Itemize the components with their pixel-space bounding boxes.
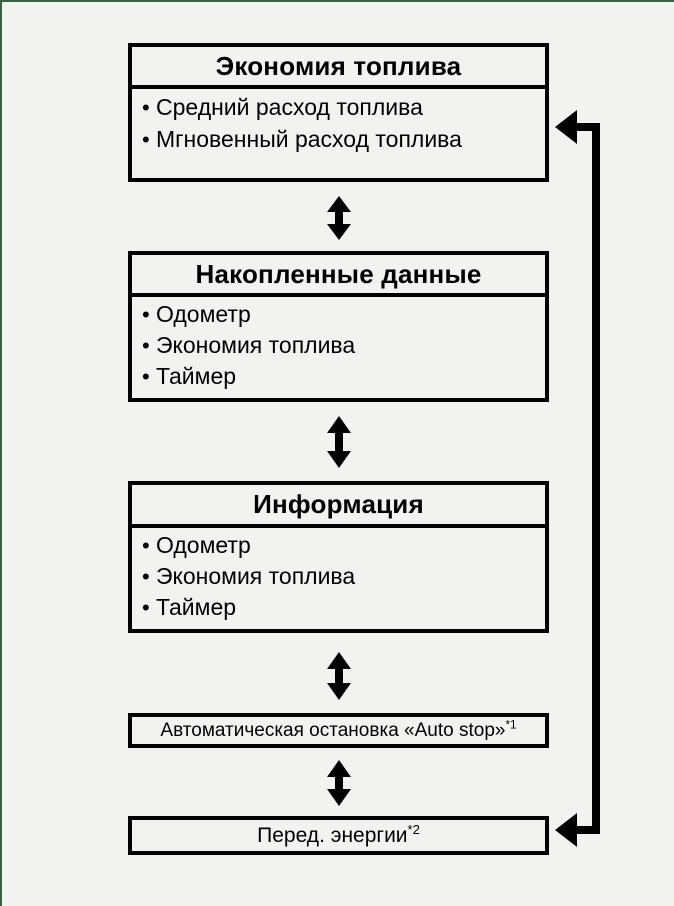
list-item: • Мгновенный расход топлива: [142, 128, 545, 151]
list-item: • Одометр: [142, 534, 545, 557]
list-item: • Таймер: [142, 365, 545, 388]
connector-information-auto-stop: [322, 652, 356, 700]
box-energy-transfer-label: Перед. энергии*2: [257, 821, 420, 848]
box-information-body: • Одометр • Экономия топлива • Таймер: [132, 528, 545, 629]
box-accumulated-data: Накопленные данные • Одометр • Экономия …: [128, 251, 549, 402]
bullet-icon: •: [142, 533, 150, 558]
bullet-icon: •: [142, 333, 150, 358]
connector-auto-stop-energy-transfer: [322, 760, 356, 806]
list-item-label: Экономия топлива: [156, 563, 356, 589]
list-item: • Таймер: [142, 596, 545, 619]
list-item-label: Таймер: [156, 363, 237, 389]
list-item-label: Таймер: [156, 594, 237, 620]
box-auto-stop-label: Автоматическая остановка «Auto stop»*1: [160, 718, 517, 742]
list-item: • Экономия топлива: [142, 565, 545, 588]
footnote-marker: *1: [505, 718, 517, 732]
bullet-icon: •: [142, 564, 150, 589]
box-energy-transfer: Перед. энергии*2: [128, 816, 549, 855]
list-item: • Одометр: [142, 303, 545, 326]
box-fuel-economy-body: • Средний расход топлива • Мгновенный ра…: [132, 89, 545, 178]
box-accumulated-data-body: • Одометр • Экономия топлива • Таймер: [132, 297, 545, 398]
connector-fuel-economy-accumulated: [322, 196, 356, 240]
box-auto-stop-text: Автоматическая остановка «Auto stop»: [160, 719, 506, 741]
list-item-label: Одометр: [156, 301, 251, 327]
box-auto-stop: Автоматическая остановка «Auto stop»*1: [128, 713, 549, 748]
bullet-icon: •: [142, 95, 150, 120]
box-energy-transfer-text: Перед. энергии: [257, 823, 408, 847]
list-item: • Экономия топлива: [142, 334, 545, 357]
list-item-label: Мгновенный расход топлива: [156, 126, 462, 152]
box-information-header: Информация: [132, 485, 545, 528]
box-accumulated-data-header: Накопленные данные: [132, 255, 545, 297]
footnote-marker: *2: [407, 821, 420, 837]
connector-accumulated-information: [322, 416, 356, 468]
bullet-icon: •: [142, 595, 150, 620]
list-item-label: Экономия топлива: [156, 332, 356, 358]
connector-feedback-rail: [551, 105, 603, 852]
box-fuel-economy: Экономия топлива • Средний расход топлив…: [128, 43, 549, 182]
box-fuel-economy-header: Экономия топлива: [132, 47, 545, 89]
box-information: Информация • Одометр • Экономия топлива …: [128, 481, 549, 633]
bullet-icon: •: [142, 364, 150, 389]
bullet-icon: •: [142, 302, 150, 327]
list-item-label: Средний расход топлива: [156, 94, 423, 120]
list-item-label: Одометр: [156, 532, 251, 558]
bullet-icon: •: [142, 127, 150, 152]
list-item: • Средний расход топлива: [142, 96, 545, 119]
